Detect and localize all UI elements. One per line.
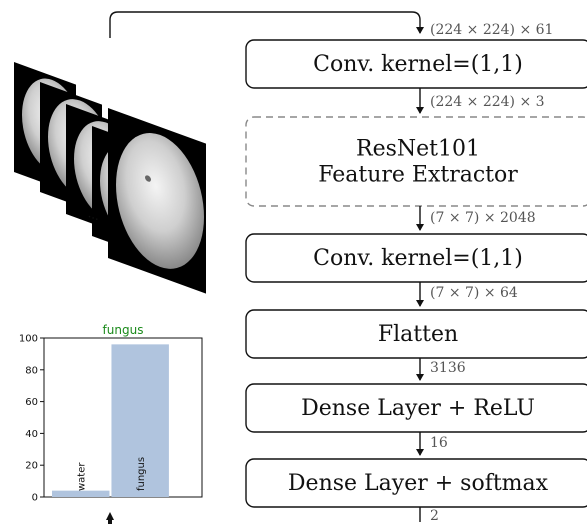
dimension-label-4: (7 × 7) × 64	[430, 285, 518, 301]
bar-label-water: water	[77, 462, 88, 491]
dimension-label-1: (224 × 224) × 61	[430, 22, 553, 38]
chart-title: fungus	[103, 323, 144, 337]
dense-relu-box-label: Dense Layer + ReLU	[301, 396, 535, 421]
bar-label-fungus: fungus	[136, 457, 147, 491]
slice-image-5	[108, 108, 206, 294]
flatten-box	[245, 309, 587, 359]
resnet-box	[245, 116, 587, 207]
y-tick-label: 20	[25, 461, 38, 472]
dimension-label-7: 2	[430, 508, 439, 524]
y-tick-label: 40	[25, 429, 38, 440]
mouse-cursor-icon	[106, 512, 114, 524]
conv-box-2	[245, 233, 587, 283]
input-image-stack: ...	[14, 62, 206, 294]
resnet-box-label-1: ResNet101	[356, 137, 480, 162]
flatten-box-label: Flatten	[378, 322, 458, 347]
dense-softmax-box-label: Dense Layer + softmax	[288, 471, 549, 496]
input-arrow-line	[109, 11, 424, 38]
dimension-label-2: (224 × 224) × 3	[430, 94, 545, 110]
resnet-box-label-2: Feature Extractor	[318, 163, 518, 188]
conv-box-1-label: Conv. kernel=(1,1)	[313, 52, 523, 77]
y-tick-label: 100	[19, 334, 38, 345]
bar-fungus	[111, 344, 169, 497]
stack-ellipsis: ...	[87, 206, 103, 223]
dense-softmax-box	[245, 458, 587, 508]
conv-box-1	[245, 39, 587, 89]
conv-box-2-label: Conv. kernel=(1,1)	[313, 246, 523, 271]
dimension-label-3: (7 × 7) × 2048	[430, 210, 536, 226]
y-tick-label: 80	[25, 365, 38, 376]
prediction-bar-chart: fungus 0 20 40 60 80 100 water fungus	[19, 323, 203, 504]
bar-water	[52, 490, 110, 497]
y-tick-label: 60	[25, 397, 38, 408]
dense-relu-box	[245, 383, 587, 433]
dimension-label-6: 16	[430, 435, 448, 451]
y-tick-label: 0	[32, 493, 38, 504]
dimension-label-5: 3136	[430, 360, 466, 376]
